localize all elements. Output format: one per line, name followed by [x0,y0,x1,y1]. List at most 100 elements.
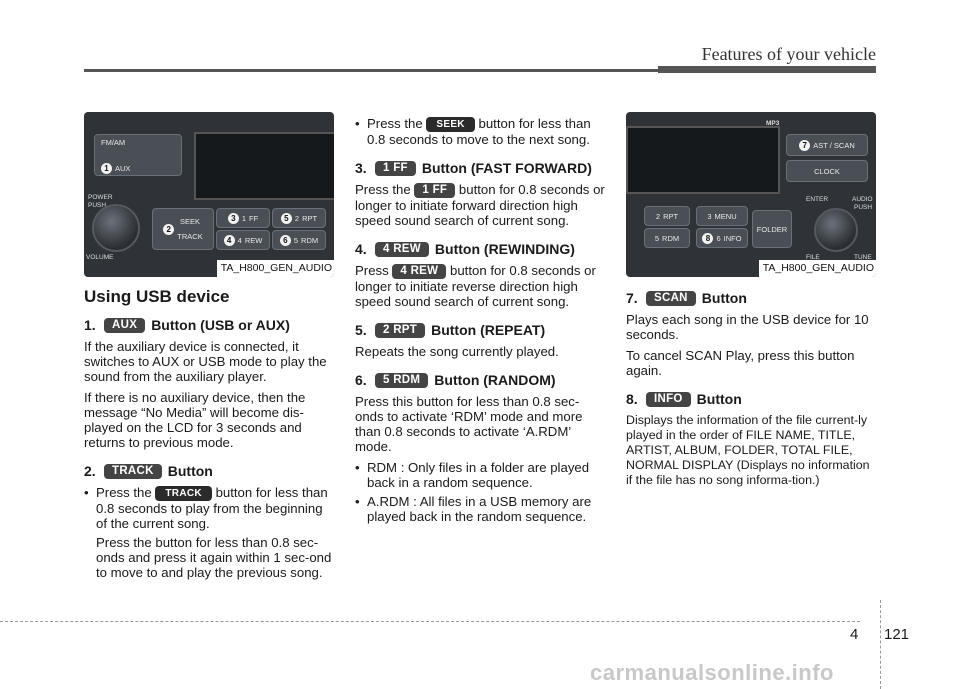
seek-label: SEEK [179,217,200,226]
digit-1: 1 [241,213,246,223]
marker-1: 1 [101,162,112,174]
audio-label: AUDIO [852,196,873,203]
header-rule-accent [658,66,876,73]
middle-column: Press the SEEK button for less than 0.8 … [355,116,605,528]
mp3-label: MP3 [766,120,780,127]
item-heading-info: 8. INFO Button [626,392,876,407]
photo-caption: TA_H800_GEN_AUDIO [758,260,876,277]
rdm-badge: 5 RDM [375,373,429,389]
bullet-text: button for less than [478,116,591,131]
marker-3: 3 [227,212,239,224]
paragraph: Press the 1 FF button for 0.8 seconds or… [355,182,605,228]
item-number: 2. [84,463,96,479]
push-label: PUSH [854,204,873,211]
menu-label: MENU [714,211,737,221]
paragraph-text: Press [355,263,389,279]
bullet-item: Press the SEEK button for less than 0.8 … [355,116,605,147]
item-title: Button (RANDOM) [434,372,556,389]
item-title: Button [701,290,747,306]
bullet-text: 0.8 seconds to play from the beginning o… [96,501,323,532]
marker-8: 8 [702,232,714,244]
rew-inline-badge: 4 REW [392,264,447,280]
rpt-label: RPT [663,211,679,221]
marker-2: 2 [163,223,175,235]
item-title: Button (REWINDING) [434,241,575,258]
footer-rule [0,621,860,622]
item-number: 7. [626,290,638,306]
item-heading-aux: 1. AUX Button (USB or AUX) [84,318,334,333]
bullet-text: 0.8 seconds to move to the next song. [367,132,590,148]
fm-am-label: FM/AM [101,137,126,147]
folder-button: FOLDER [752,210,792,248]
info-label: INFO [723,233,742,243]
page-number: 121 [884,626,910,643]
item-number: 4. [355,241,367,258]
track-badge: TRACK [104,464,162,479]
audio-panel-left-photo: FM/AM 1 AUX POWER PUSH VOLUME 2 SEEK TRA… [84,112,334,277]
rdm-button: 6 5 RDM [272,230,326,250]
rdm-label: RDM [662,233,680,243]
scan-badge: SCAN [646,291,696,306]
scan-label: AST / SCAN [813,140,855,150]
item-heading-rew: 4. 4 REW Button (REWINDING) [355,241,605,258]
info-button: 8 6 INFO [696,228,748,248]
left-column: FM/AM 1 AUX POWER PUSH VOLUME 2 SEEK TRA… [84,112,334,586]
chapter-number: 4 [850,626,859,643]
menu-button: 3 MENU [696,206,748,226]
bullet-text: Press the [96,485,152,500]
seek-track-button: 2 SEEK TRACK [152,208,214,250]
volume-knob [92,204,140,252]
header-rule [84,69,876,72]
paragraph: If the auxiliary device is connected, it… [84,339,327,384]
folder-label: FOLDER [756,224,788,234]
enter-label: ENTER [806,196,829,203]
tune-label: TUNE [854,254,872,261]
ff-button: 3 1 FF [216,208,270,228]
ff-label: FF [249,213,259,223]
paragraph: Press 4 REW button for 0.8 seconds or lo… [355,263,605,309]
track-inline-badge: TRACK [155,486,212,502]
rew-button: 4 4 REW [216,230,270,250]
paragraph: Press the button for less than 0.8 sec-o… [96,535,332,581]
item-title: Button [696,391,742,407]
tune-knob [814,208,858,252]
digit-2: 2 [655,211,661,221]
item-heading-rdm: 6. 5 RDM Button (RANDOM) [355,372,605,389]
digit-3: 3 [707,211,712,221]
digit-4: 4 [237,235,242,245]
lcd-screen [626,126,780,194]
ff-inline-badge: 1 FF [414,183,456,199]
lcd-screen [194,132,334,200]
paragraph: Plays each song in the USB device for 10… [626,312,869,342]
item-title: Button [167,463,213,479]
bullet-text: button for less than [215,485,328,500]
aux-badge: AUX [104,318,146,333]
marker-5: 5 [280,212,292,224]
track-label: TRACK [177,232,203,241]
ff-badge: 1 FF [375,161,416,177]
bullet-item: Press the TRACK button for less than 0.8… [84,485,334,531]
bullet-item: RDM : Only files in a folder are played … [355,460,605,490]
seek-inline-badge: SEEK [426,117,475,133]
rdm-button: 5 RDM [644,228,690,248]
item-number: 5. [355,322,367,339]
scan-button: 7 AST / SCAN [786,134,868,156]
item-title: Button (REPEAT) [431,322,546,339]
item-heading-track: 2. TRACK Button [84,464,334,479]
rpt-badge: 2 RPT [375,323,426,339]
paragraph-text: button for 0.8 seconds or longer to init… [355,182,605,229]
item-title: Button (USB or AUX) [151,317,290,333]
section-heading: Using USB device [84,287,230,306]
paragraph: To cancel SCAN Play, press this button a… [626,348,855,378]
power-label: POWER [88,194,113,201]
digit-6: 6 [716,233,721,243]
running-header: Features of your vehicle [701,44,876,64]
item-heading-ff: 3. 1 FF Button (FAST FORWARD) [355,161,605,177]
paragraph: If there is no auxiliary device, then th… [84,390,306,450]
digit-5: 5 [293,235,299,245]
right-column: MP3 7 AST / SCAN CLOCK 2 RPT 3 MENU 5 RD… [626,112,876,494]
clock-label: CLOCK [814,166,840,176]
bullet-item: A.RDM : All files in a USB memory are pl… [355,494,605,524]
rpt-button: 5 2 RPT [272,208,326,228]
photo-caption: TA_H800_GEN_AUDIO [216,260,334,277]
